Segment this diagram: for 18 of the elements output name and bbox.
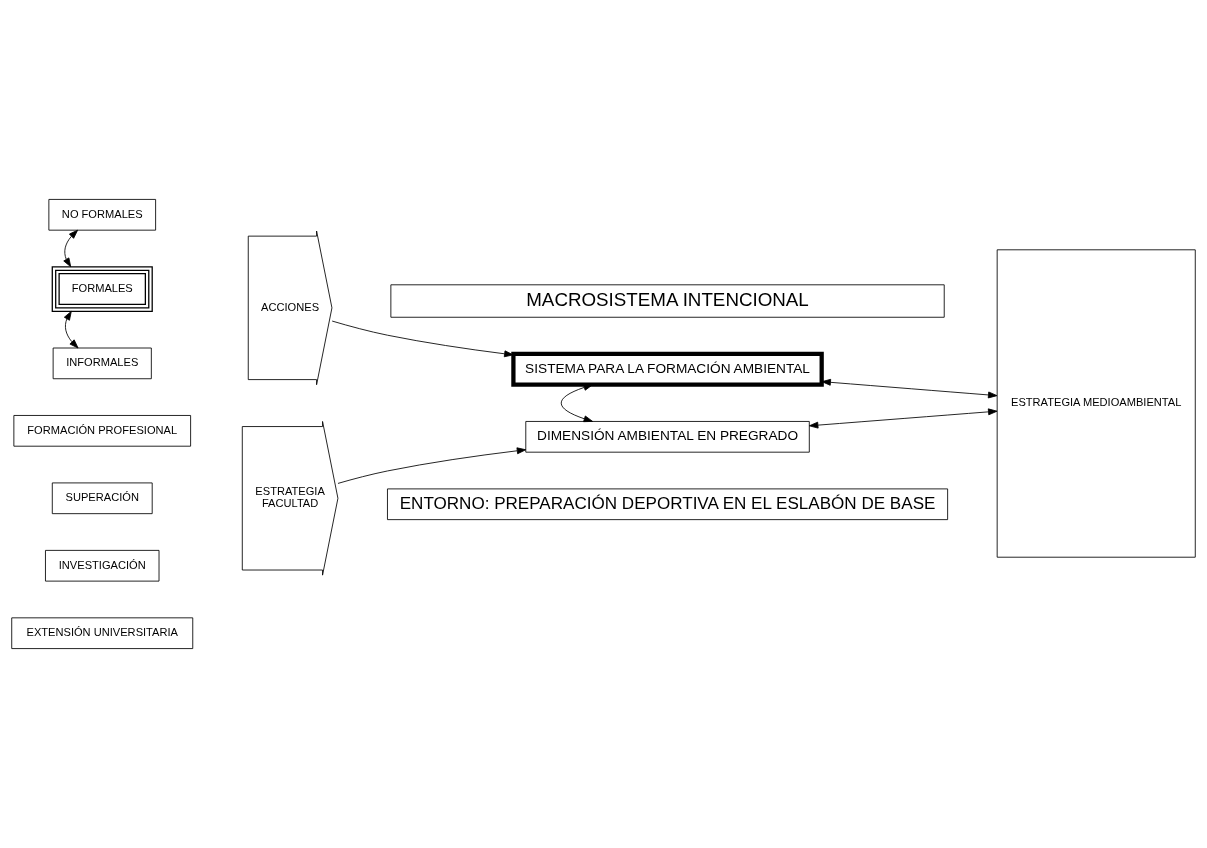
arrow (821, 378, 998, 399)
arrow (337, 447, 527, 484)
node-box: ESTRATEGIA MEDIOAMBIENTAL (996, 249, 1196, 558)
arrow (63, 229, 78, 268)
node-box: MACROSISTEMA INTENCIONAL (390, 284, 945, 318)
node-box: INVESTIGACIÓN (45, 549, 160, 582)
arrow (560, 384, 593, 423)
node-box: DIMENSIÓN AMBIENTAL EN PREGRADO (525, 421, 810, 453)
node-box: FORMACIÓN PROFESIONAL (13, 415, 192, 447)
arrow (808, 408, 998, 429)
node-box: SISTEMA PARA LA FORMACIÓN AMBIENTAL (511, 351, 824, 387)
arrow (331, 320, 514, 358)
node-box: EXTENSIÓN UNIVERSITARIA (11, 617, 194, 649)
arrow (63, 310, 79, 349)
node-box: INFORMALES (52, 347, 152, 380)
node-box: SUPERACIÓN (51, 482, 153, 515)
node-box: ENTORNO: PREPARACIÓN DEPORTIVA EN EL ESLABÓN DE BASE (387, 488, 949, 521)
node-box: NO FORMALES (48, 199, 157, 231)
